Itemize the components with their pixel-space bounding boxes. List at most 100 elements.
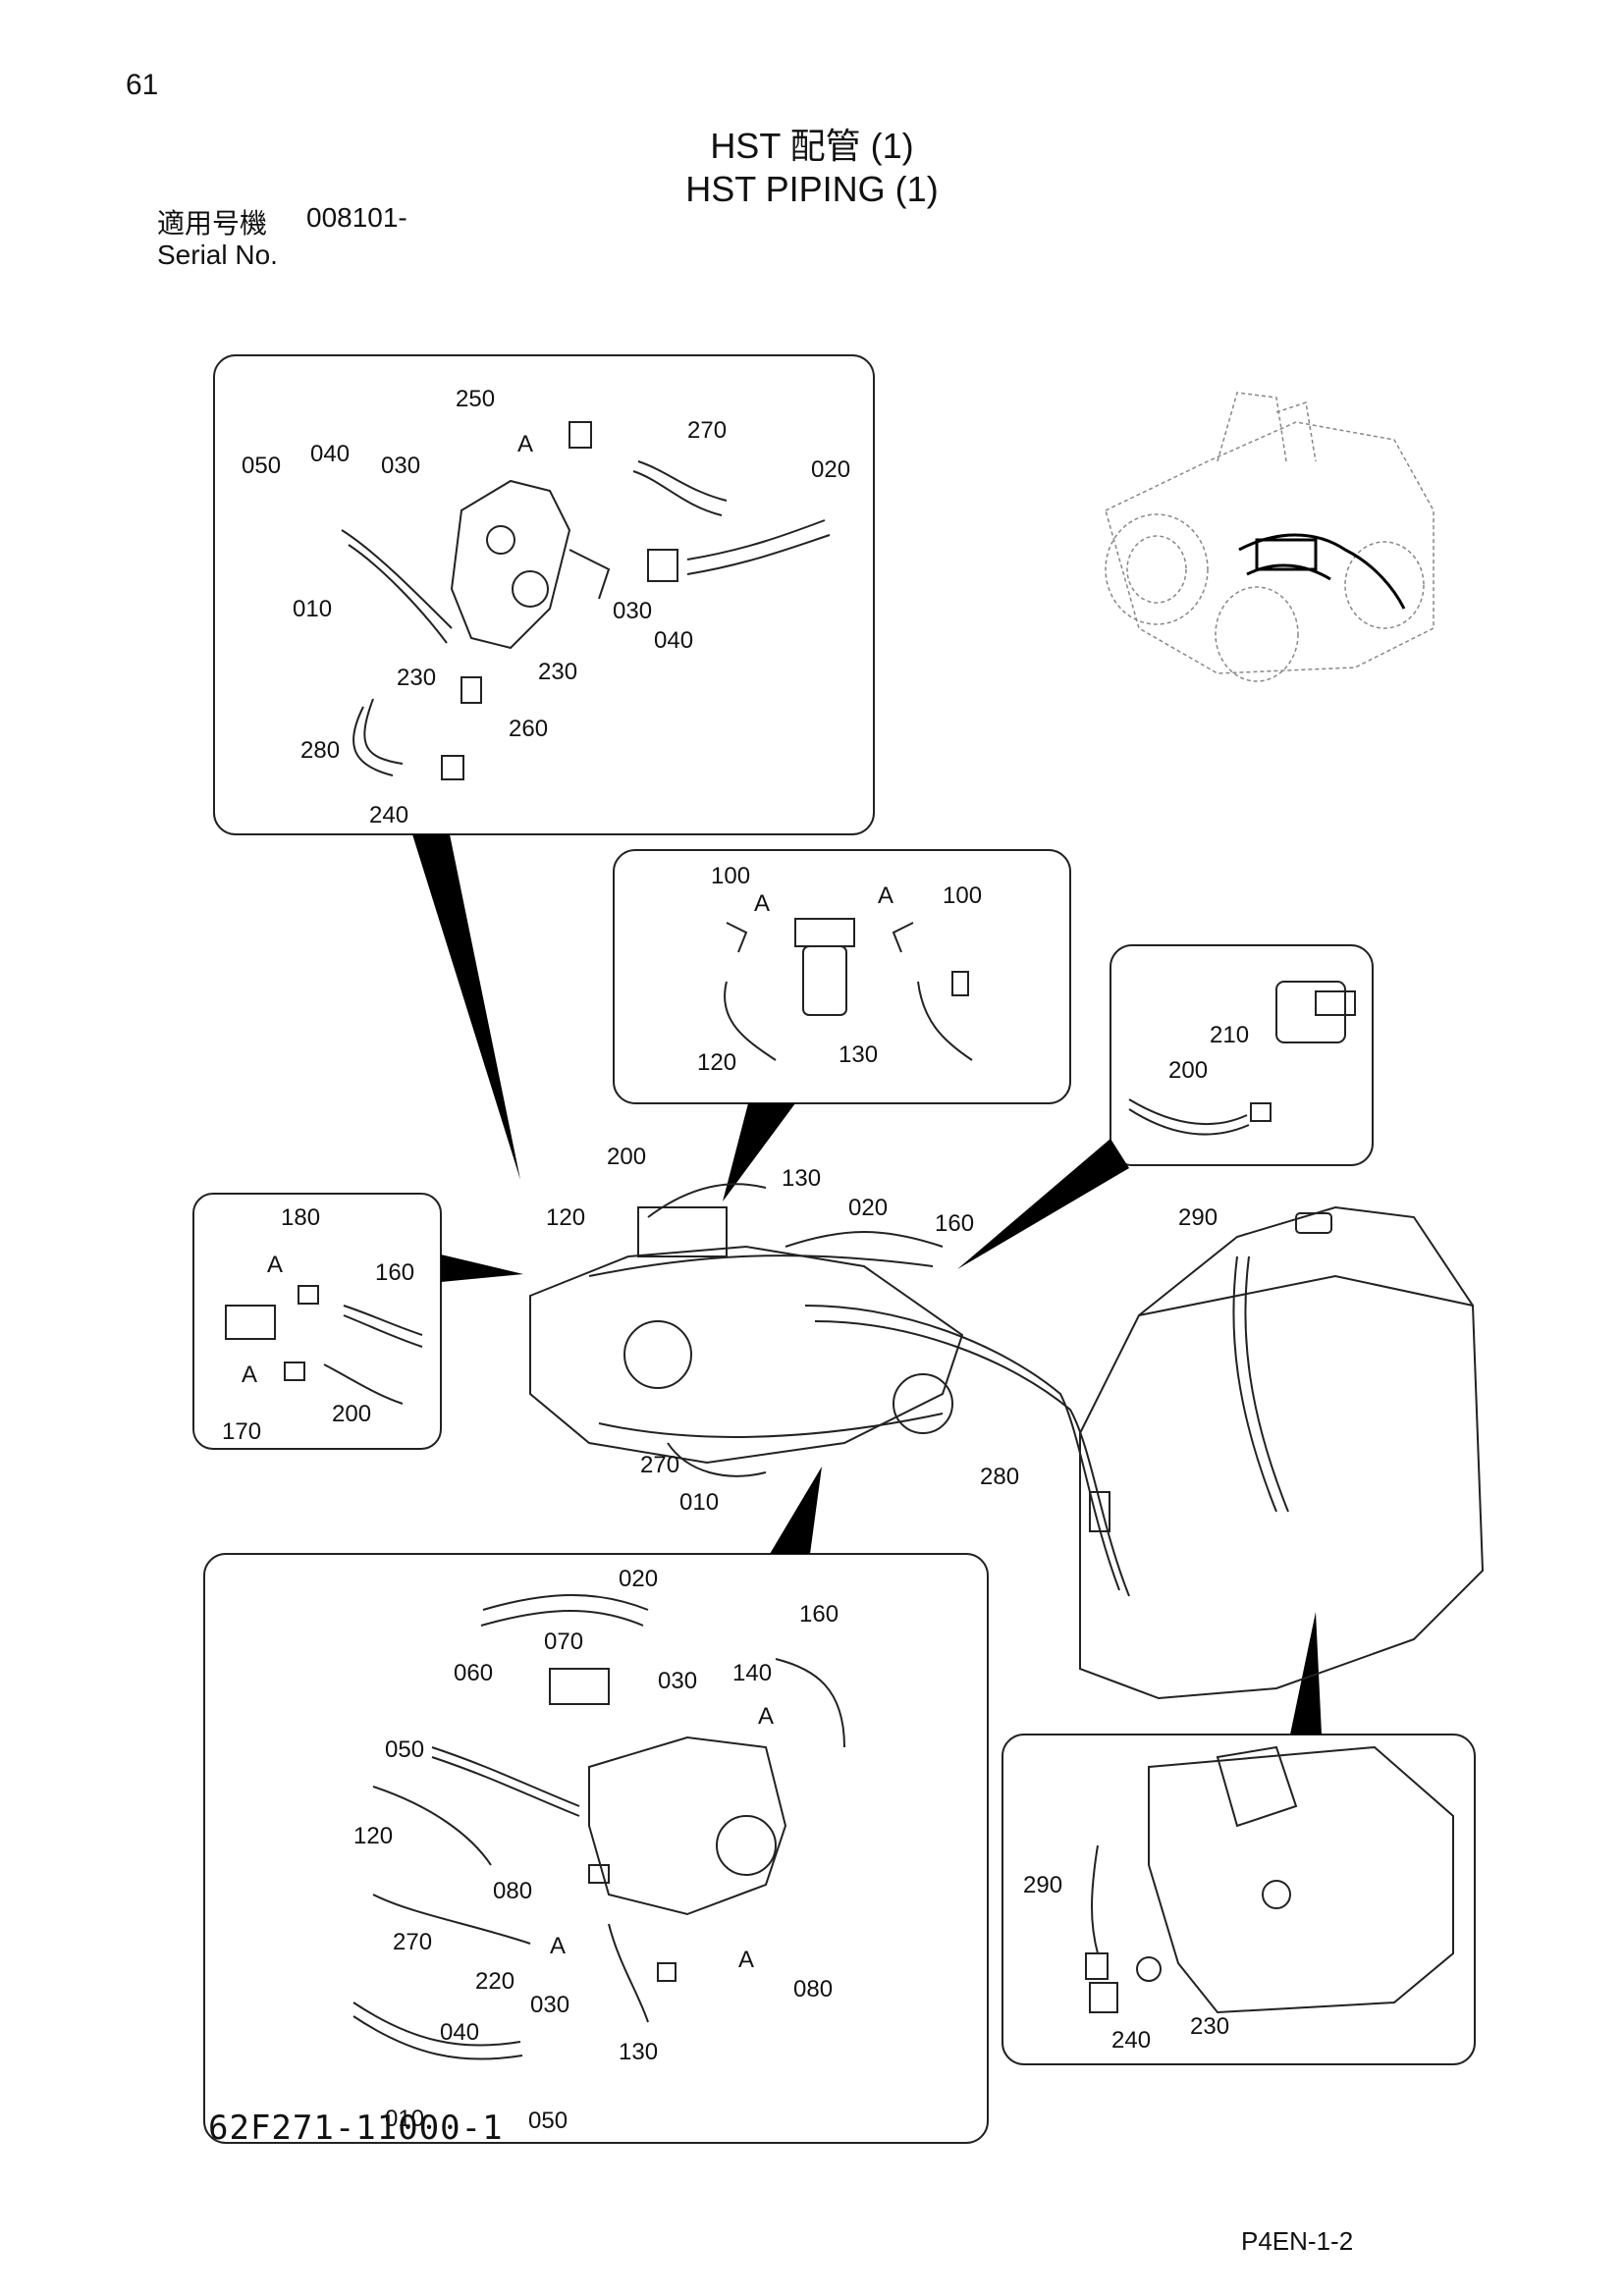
label-filter-a-b: A — [878, 882, 893, 909]
label-main-270: 270 — [640, 1452, 679, 1478]
label-bottom-130: 130 — [619, 2039, 658, 2065]
label-filter-100-b: 100 — [943, 882, 982, 909]
detail-frame-right-fitting — [1110, 944, 1374, 1166]
serial-label-jp: 適用号機 — [157, 208, 268, 239]
label-left-valve-180: 180 — [281, 1204, 320, 1231]
label-bottom-a: A — [758, 1703, 774, 1730]
label-bottom-040: 040 — [440, 2019, 479, 2046]
pointer-right-fitting — [957, 1139, 1129, 1269]
pump-top-left — [450, 479, 611, 650]
label-top-left-030-b: 030 — [613, 598, 652, 624]
label-filter-100: 100 — [711, 863, 750, 889]
label-bottom-080-b: 080 — [793, 1976, 833, 2002]
label-top-left-230-b: 230 — [538, 659, 577, 685]
label-filter-120: 120 — [697, 1049, 736, 1076]
label-left-valve-200: 200 — [332, 1401, 371, 1427]
label-filter-130: 130 — [839, 1041, 878, 1068]
detail-frame-bottom-left — [203, 1553, 989, 2144]
label-left-valve-160: 160 — [375, 1259, 414, 1286]
label-bottom-220: 220 — [475, 1968, 514, 1995]
bottom-pump-assembly — [352, 1594, 845, 2060]
labels-left-valve: 180 A 160 A 170 200 — [222, 1204, 414, 1445]
label-filter-a: A — [754, 890, 770, 917]
main-hoses — [647, 1183, 1130, 1597]
label-top-left-020: 020 — [811, 456, 850, 483]
label-bottom-a-c: A — [738, 1947, 754, 1973]
label-bottom-010: 010 — [385, 2106, 424, 2132]
labels-bottom-left: 020 160 070 030 060 140 A 050 120 080 27… — [353, 1566, 839, 2134]
label-bottom-140: 140 — [732, 1660, 772, 1686]
label-bottom-070: 070 — [544, 1629, 583, 1655]
serial-value: 008101- — [306, 202, 407, 233]
label-top-left-230: 230 — [397, 665, 436, 691]
labels-tank-detail: 290 240 230 — [1023, 1872, 1229, 2054]
label-bottom-a-b: A — [550, 1933, 566, 1959]
label-bottom-080: 080 — [493, 1878, 532, 1904]
label-bottom-120: 120 — [353, 1823, 393, 1849]
label-bottom-050: 050 — [385, 1736, 424, 1763]
pointer-filter — [723, 1103, 795, 1201]
label-main-130: 130 — [782, 1165, 821, 1192]
label-tank-240: 240 — [1111, 2027, 1151, 2054]
tractor-hst-highlight — [1238, 533, 1406, 610]
hydraulic-tank — [1079, 1205, 1485, 1700]
serial-label-en: Serial No. — [157, 240, 278, 270]
label-top-left-a: A — [517, 431, 533, 457]
main-pump-assembly — [529, 1206, 964, 1465]
pointer-tank — [1290, 1612, 1322, 1735]
detail-frame-tank — [1001, 1734, 1476, 2065]
label-top-left-280: 280 — [300, 737, 340, 764]
label-top-left-030: 030 — [381, 453, 420, 479]
label-left-valve-170: 170 — [222, 1418, 261, 1445]
label-bottom-030: 030 — [658, 1668, 697, 1694]
page-title-jp: HST 配管 (1) — [710, 126, 914, 166]
pointer-top-left — [412, 834, 520, 1180]
detail-frame-left-valve — [192, 1193, 442, 1450]
labels-top-left: 250 A 270 050 040 030 020 010 030 040 23… — [242, 386, 850, 828]
label-bottom-020: 020 — [619, 1566, 658, 1592]
label-left-valve-a-b: A — [242, 1362, 257, 1388]
labels-filter: 100 A A 100 120 130 — [697, 863, 982, 1076]
label-main-020: 020 — [848, 1195, 888, 1221]
page-code: P4EN-1-2 — [1241, 2226, 1354, 2256]
callout-pointers — [412, 834, 1322, 1735]
tractor-overview — [1105, 392, 1435, 682]
label-main-280: 280 — [980, 1464, 1019, 1490]
tank-detail-assembly — [1085, 1745, 1454, 2014]
label-bottom-050-b: 050 — [528, 2108, 568, 2134]
detail-frame-filter — [613, 849, 1071, 1104]
label-bottom-270: 270 — [393, 1929, 432, 1955]
label-top-left-250: 250 — [456, 386, 495, 412]
label-bottom-030-b: 030 — [530, 1992, 569, 2018]
left-valve-assembly — [225, 1285, 423, 1405]
label-tank-290: 290 — [1023, 1872, 1062, 1898]
label-main-120: 120 — [546, 1204, 585, 1231]
label-main-010: 010 — [679, 1489, 719, 1516]
label-top-left-010: 010 — [293, 596, 332, 622]
filter-assembly — [724, 918, 973, 1061]
label-left-valve-a: A — [267, 1252, 283, 1278]
label-top-left-240: 240 — [369, 802, 408, 828]
pointer-bottom — [770, 1467, 822, 1554]
label-main-200: 200 — [607, 1144, 646, 1170]
label-right-fitting-200: 200 — [1168, 1057, 1208, 1084]
label-top-left-050: 050 — [242, 453, 281, 479]
page-number: 61 — [126, 69, 159, 101]
page-title-en: HST PIPING (1) — [685, 169, 939, 209]
label-top-left-260: 260 — [509, 716, 548, 742]
label-bottom-160: 160 — [799, 1601, 839, 1628]
label-main-290: 290 — [1178, 1204, 1218, 1231]
label-top-left-040: 040 — [310, 441, 350, 467]
label-bottom-060: 060 — [454, 1660, 493, 1686]
drawing-number: 62F271-11000-1 — [208, 2109, 504, 2148]
detail-frame-top-left — [213, 354, 875, 835]
label-main-160: 160 — [935, 1210, 974, 1237]
right-fitting-assembly — [1128, 981, 1356, 1136]
label-top-left-040-b: 040 — [654, 627, 693, 654]
labels-main: 200 130 120 020 160 290 270 010 280 — [546, 1144, 1218, 1516]
pointer-left-valve — [441, 1255, 523, 1282]
label-tank-230: 230 — [1190, 2013, 1229, 2040]
hoses-top-left — [341, 421, 831, 780]
labels-right-fitting: 210 200 — [1168, 1022, 1249, 1084]
